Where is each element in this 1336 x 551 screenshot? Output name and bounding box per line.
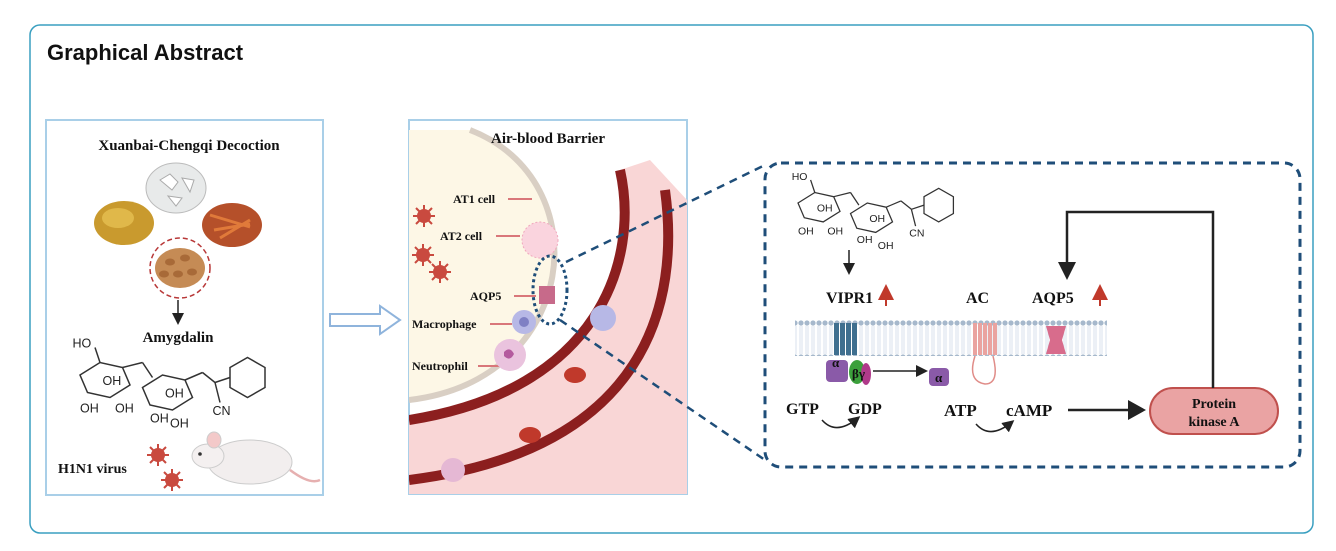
svg-text:OH: OH (150, 412, 169, 426)
ac-label: AC (966, 290, 989, 307)
virus-icon (160, 468, 184, 492)
vipr1-label: VIPR1 (826, 290, 873, 307)
svg-text:OH: OH (103, 374, 122, 388)
label-at2-cell: AT2 cell (440, 229, 483, 243)
pka-label-line2: kinase A (1189, 415, 1241, 430)
svg-text:CN: CN (909, 228, 924, 240)
barrier-heading: Air-blood Barrier (491, 131, 605, 147)
pka-label-line1: Protein (1192, 397, 1236, 412)
svg-text:OH: OH (869, 213, 885, 225)
virus-icon (428, 260, 452, 284)
conversion-arrow (975, 420, 1015, 433)
label-aqp5: AQP5 (470, 289, 501, 303)
middle-panel: Air-blood Barrier AT1 cell AT2 cell AQP5… (408, 119, 766, 495)
svg-text:OH: OH (115, 402, 134, 416)
svg-text:HO: HO (792, 171, 808, 183)
svg-text:OH: OH (878, 240, 894, 252)
label-macrophage: Macrophage (412, 317, 477, 331)
vipr1-receptor (834, 323, 857, 355)
g-protein: α βγ (826, 355, 871, 385)
virus-icon (412, 204, 436, 228)
zoom-region-marker (531, 254, 569, 326)
aqp5-channel (1046, 326, 1066, 354)
svg-text:α: α (832, 355, 840, 370)
virus-label: H1N1 virus (58, 462, 127, 477)
svg-text:OH: OH (817, 202, 833, 214)
adenylyl-cyclase (971, 323, 997, 385)
virus-icon (411, 243, 435, 267)
gtp-label: GTP (786, 401, 819, 418)
amygdalin-structure: HO OH OH OH OH OH OH CN (73, 337, 266, 431)
svg-text:HO: HO (73, 337, 92, 351)
virus-icon (146, 443, 170, 467)
svg-text:βγ: βγ (852, 366, 865, 381)
atp-label: ATP (944, 401, 977, 420)
g-alpha-label: α (935, 370, 943, 385)
svg-text:OH: OH (857, 234, 873, 246)
svg-text:OH: OH (165, 387, 184, 401)
amygdalin-structure: HO OH OH OH OH OH OH CN (792, 171, 955, 252)
gdp-label: GDP (848, 401, 882, 418)
feedback-arrow (1065, 210, 1215, 388)
g-alpha-subunit (929, 368, 949, 386)
abstract-title: Graphical Abstract (47, 40, 244, 65)
svg-text:CN: CN (213, 404, 231, 418)
label-neutrophil: Neutrophil (412, 359, 468, 373)
decoction-heading: Xuanbai-Chengqi Decoction (98, 138, 280, 154)
compound-label: Amygdalin (143, 330, 215, 346)
camp-label: cAMP (1006, 401, 1052, 420)
mouse-image (191, 431, 321, 485)
left-panel: Xuanbai-Chengqi Decoction Amygdalin HO O… (45, 119, 324, 496)
svg-text:OH: OH (170, 417, 189, 431)
svg-text:OH: OH (80, 402, 99, 416)
herbs-image (94, 162, 262, 299)
svg-text:OH: OH (798, 226, 814, 238)
svg-text:OH: OH (827, 226, 843, 238)
conversion-arrow (821, 416, 861, 429)
panel-arrow (329, 304, 402, 336)
label-at1-cell: AT1 cell (453, 192, 496, 206)
aqp5-label: AQP5 (1032, 290, 1074, 307)
zoom-line (565, 163, 766, 264)
pathway-panel: HO OH OH OH OH OH OH CN VIPR1 AC AQP5 α … (763, 161, 1302, 469)
